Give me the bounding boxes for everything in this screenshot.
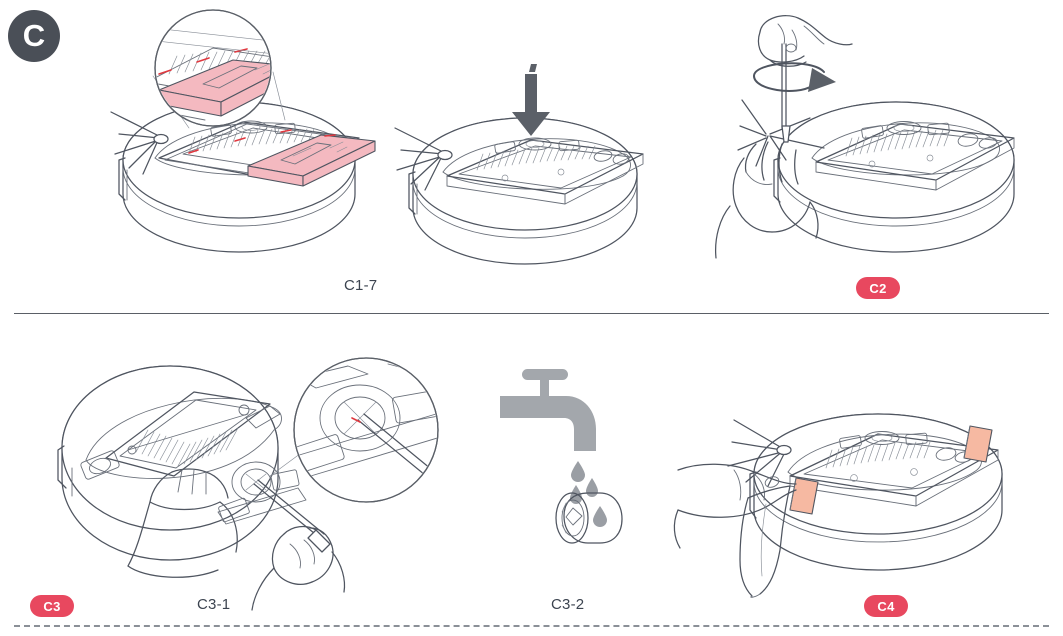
section-divider-solid: [14, 313, 1049, 314]
step-badge-c2-label: C2: [869, 280, 887, 296]
caption-c3-2: C3-2: [551, 596, 585, 613]
step-badge-c3-label: C3: [43, 598, 61, 614]
faucet-icon: [500, 369, 596, 451]
section-badge-c: C: [8, 10, 60, 62]
roller-end-cap: [555, 492, 623, 544]
step-badge-c3: C3: [30, 595, 74, 617]
illustration-c3-2: [500, 365, 650, 565]
illustration-c4: [673, 358, 1050, 598]
caption-c3-1: C3-1: [197, 596, 231, 613]
illustration-c3-1: [48, 352, 448, 611]
section-badge-label: C: [22, 17, 46, 53]
arrow-down-icon: [512, 64, 550, 136]
step-badge-c2: C2: [856, 277, 900, 299]
illustration-c1-7: [85, 8, 385, 270]
step-badge-c4-label: C4: [877, 598, 895, 614]
step-badge-c4: C4: [864, 595, 908, 617]
section-divider-dashed: [14, 625, 1049, 627]
water-drops-icon: [570, 461, 598, 504]
illustration-c2: [700, 10, 1050, 278]
illustration-c1-press-down: [385, 62, 675, 277]
caption-c1-7: C1-7: [344, 277, 378, 294]
